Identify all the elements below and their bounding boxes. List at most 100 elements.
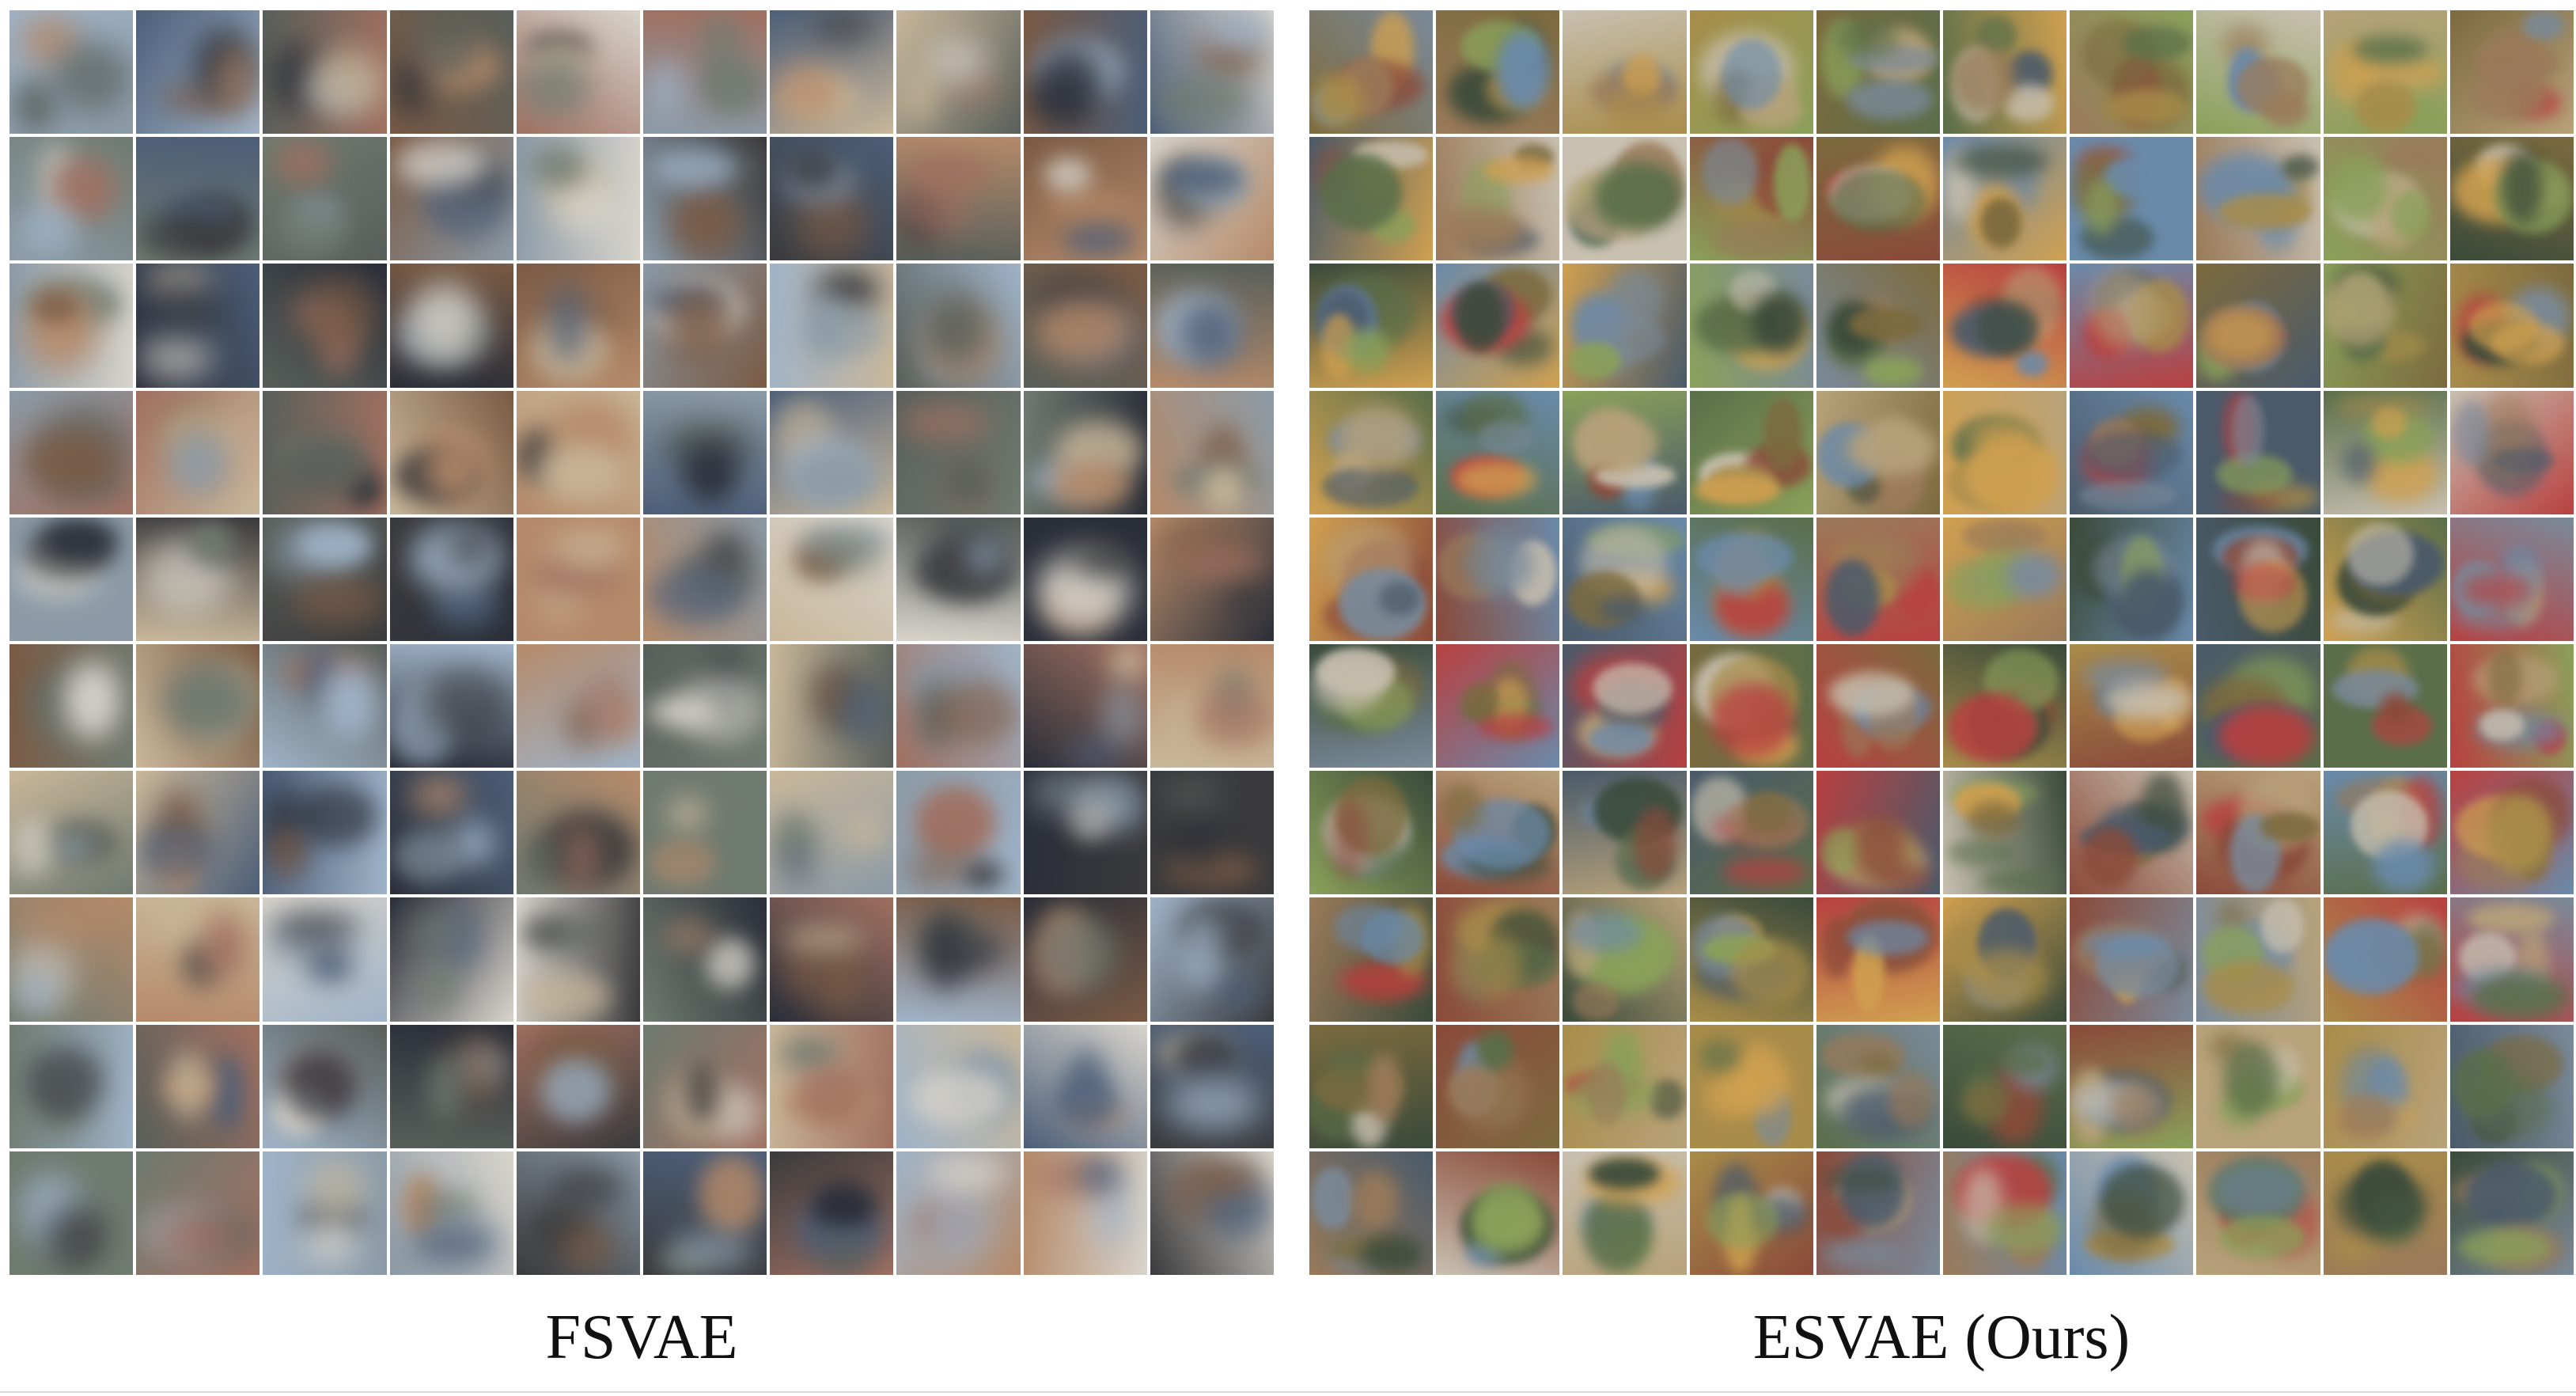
sample-image xyxy=(770,137,894,261)
sample-image xyxy=(1023,390,1147,514)
sample-image xyxy=(1436,1151,1560,1275)
sample-image xyxy=(389,137,513,261)
sample-image xyxy=(1309,264,1434,388)
sample-image xyxy=(2070,390,2194,514)
sample-image xyxy=(770,1024,894,1148)
sample-image xyxy=(1023,137,1147,261)
sample-image xyxy=(1689,643,1813,768)
sample-image xyxy=(389,264,513,388)
sample-image xyxy=(263,771,387,895)
sample-image xyxy=(1689,137,1813,261)
sample-image xyxy=(770,1151,894,1275)
sample-image xyxy=(263,390,387,514)
sample-image xyxy=(1563,517,1687,641)
sample-image xyxy=(1309,517,1434,641)
sample-image xyxy=(896,264,1021,388)
sample-image xyxy=(1023,897,1147,1022)
sample-image xyxy=(1023,1024,1147,1148)
sample-image xyxy=(1942,771,2067,895)
sample-image xyxy=(389,771,513,895)
sample-image xyxy=(1436,10,1560,135)
sample-image xyxy=(1309,771,1434,895)
bottom-divider xyxy=(0,1391,2576,1393)
sample-image xyxy=(1942,390,2067,514)
sample-image xyxy=(770,897,894,1022)
sample-image xyxy=(642,1151,767,1275)
sample-image xyxy=(1436,137,1560,261)
sample-image xyxy=(896,390,1021,514)
sample-image xyxy=(642,137,767,261)
sample-image xyxy=(2196,390,2320,514)
sample-image xyxy=(770,264,894,388)
sample-image xyxy=(642,517,767,641)
sample-image xyxy=(2070,137,2194,261)
sample-image xyxy=(136,137,260,261)
sample-image xyxy=(1023,1151,1147,1275)
sample-image xyxy=(516,771,640,895)
sample-image xyxy=(1023,264,1147,388)
sample-image xyxy=(2449,897,2574,1022)
sample-image xyxy=(642,897,767,1022)
sample-image xyxy=(9,390,134,514)
sample-image xyxy=(263,10,387,135)
fsvae-sample-grid xyxy=(9,10,1274,1275)
sample-image xyxy=(1942,137,2067,261)
sample-image xyxy=(770,643,894,768)
sample-image xyxy=(1436,390,1560,514)
sample-image xyxy=(1942,10,2067,135)
sample-image xyxy=(1816,10,1940,135)
sample-image xyxy=(2323,771,2447,895)
sample-image xyxy=(389,517,513,641)
sample-image xyxy=(516,517,640,641)
sample-image xyxy=(1150,390,1274,514)
sample-image xyxy=(642,643,767,768)
sample-image xyxy=(1942,1024,2067,1148)
sample-image xyxy=(1689,264,1813,388)
sample-image xyxy=(1309,1024,1434,1148)
sample-image xyxy=(1150,1024,1274,1148)
sample-image xyxy=(1816,1024,1940,1148)
sample-image xyxy=(1942,643,2067,768)
sample-image xyxy=(2070,264,2194,388)
sample-image xyxy=(642,771,767,895)
sample-image xyxy=(1689,1024,1813,1148)
sample-image xyxy=(2070,643,2194,768)
sample-image xyxy=(1150,643,1274,768)
sample-image xyxy=(1942,1151,2067,1275)
sample-image xyxy=(2196,137,2320,261)
sample-image xyxy=(2449,771,2574,895)
sample-image xyxy=(1436,897,1560,1022)
sample-image xyxy=(1436,771,1560,895)
sample-image xyxy=(389,1151,513,1275)
sample-image xyxy=(1563,390,1687,514)
sample-image xyxy=(2196,897,2320,1022)
sample-image xyxy=(896,517,1021,641)
sample-image xyxy=(9,517,134,641)
sample-image xyxy=(1023,771,1147,895)
sample-image xyxy=(2196,1024,2320,1148)
sample-image xyxy=(2070,10,2194,135)
sample-image xyxy=(2323,897,2447,1022)
sample-image xyxy=(2449,264,2574,388)
sample-image xyxy=(136,517,260,641)
sample-image xyxy=(2449,10,2574,135)
sample-image xyxy=(2196,771,2320,895)
sample-image xyxy=(2449,1151,2574,1275)
sample-image xyxy=(770,390,894,514)
sample-image xyxy=(1150,771,1274,895)
sample-image xyxy=(9,897,134,1022)
sample-image xyxy=(136,10,260,135)
sample-image xyxy=(9,771,134,895)
sample-image xyxy=(516,1151,640,1275)
sample-image xyxy=(9,1024,134,1148)
sample-image xyxy=(9,264,134,388)
sample-image xyxy=(2196,10,2320,135)
sample-image xyxy=(1150,1151,1274,1275)
sample-image xyxy=(2196,517,2320,641)
sample-image xyxy=(389,1024,513,1148)
sample-image xyxy=(1436,1024,1560,1148)
sample-image xyxy=(1816,1151,1940,1275)
sample-image xyxy=(1309,390,1434,514)
sample-image xyxy=(896,1151,1021,1275)
sample-image xyxy=(2449,517,2574,641)
